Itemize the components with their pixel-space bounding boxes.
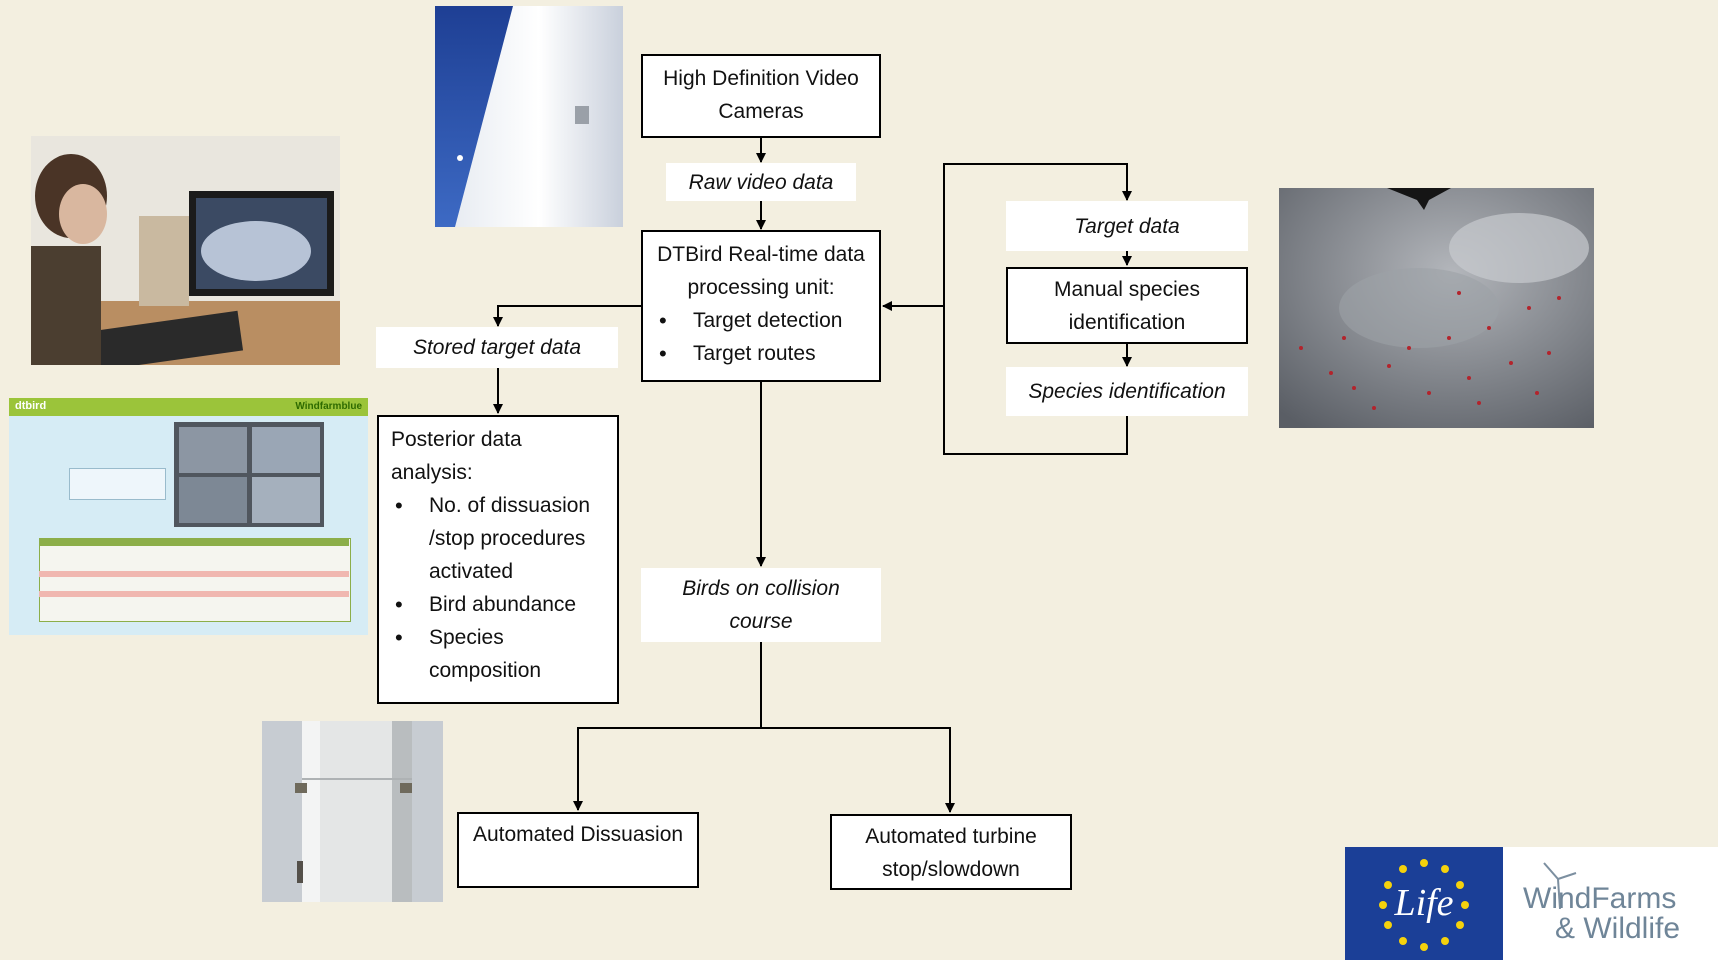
posterior-item-composition: Species composition (391, 621, 605, 687)
posterior-item-abundance: Bird abundance (391, 588, 605, 621)
turbine-stop-box: Automated turbine stop/slowdown (830, 814, 1072, 890)
processing-list: Target detection Target routes (655, 304, 867, 370)
windfarms-logo-line2: & Wildlife (1555, 912, 1681, 945)
target-data-label: Target data (1074, 214, 1180, 238)
operator-photo (31, 136, 340, 365)
life-logo-text: Life (1394, 882, 1454, 924)
species-id-label: Species identification (1028, 380, 1226, 403)
loop-top-to-target (943, 163, 1132, 306)
tower-base-photo (262, 721, 443, 902)
posterior-item-procedures: No. of dissuasion /stop procedures activ… (391, 489, 605, 588)
windfarms-wildlife-logo: WindFarms & Wildlife (1503, 847, 1718, 960)
cameras-label: High Definition Video Cameras (663, 67, 859, 123)
target-data-label-box: Target data (1006, 201, 1248, 251)
processing-title: DTBird Real-time data processing unit: (657, 243, 865, 299)
raw-video-label: Raw video data (688, 170, 834, 194)
raw-video-label-box: Raw video data (666, 163, 856, 201)
cameras-box: High Definition Video Cameras (641, 54, 881, 138)
stored-data-label-box: Stored target data (376, 327, 618, 368)
eu-life-logo: Life (1345, 847, 1503, 960)
software-screenshot: dtbird Windfarmblue (9, 398, 368, 635)
processing-item-detection: Target detection (655, 304, 867, 337)
posterior-title: Posterior data analysis: (391, 428, 522, 484)
dissuasion-box: Automated Dissuasion (457, 812, 699, 888)
dissuasion-label: Automated Dissuasion (472, 823, 684, 846)
arrow-to-turbine-stop (761, 727, 955, 813)
loop-species-back (943, 306, 1128, 455)
turbine-stop-label: Automated turbine stop/slowdown (865, 825, 1037, 881)
birds-course-label: Birds on collision course (682, 577, 840, 633)
manual-id-label: Manual species identification (1054, 278, 1200, 334)
stored-data-label: Stored target data (412, 336, 582, 359)
processing-unit-box: DTBird Real-time data processing unit: T… (641, 230, 881, 382)
screen-site-name: Windfarmblue (295, 401, 362, 412)
screen-logo: dtbird (15, 400, 47, 412)
tower-camera-photo (435, 6, 623, 227)
windfarms-logo-line1: WindFarms (1523, 882, 1677, 915)
arrow-processing-to-stored (493, 305, 641, 327)
birds-sky-photo (1279, 188, 1594, 428)
birds-course-label-box: Birds on collision course (641, 568, 881, 642)
screen-header (9, 398, 368, 416)
posterior-analysis-box: Posterior data analysis: No. of dissuasi… (377, 415, 619, 704)
posterior-list: No. of dissuasion /stop procedures activ… (391, 489, 605, 687)
arrow-to-dissuasion (573, 727, 761, 811)
manual-id-box: Manual species identification (1006, 267, 1248, 344)
species-id-label-box: Species identification (1006, 367, 1248, 416)
processing-item-routes: Target routes (655, 337, 867, 370)
